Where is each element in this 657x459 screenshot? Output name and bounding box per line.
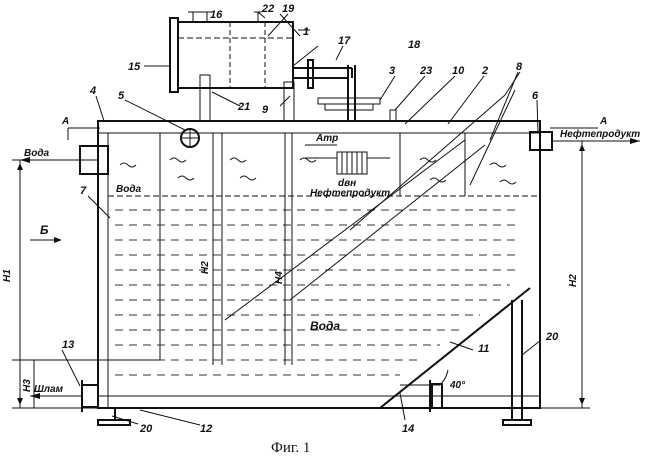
label-view-a-left: А bbox=[61, 116, 69, 127]
part-14: 14 bbox=[402, 423, 414, 435]
part-6: 6 bbox=[532, 90, 539, 102]
label-view-a-right: А bbox=[599, 116, 607, 127]
label-h4-mid: H4 bbox=[274, 271, 285, 284]
label-h1-left: H1 bbox=[2, 269, 13, 282]
part-10: 10 bbox=[452, 65, 465, 77]
part-15: 15 bbox=[128, 61, 141, 73]
label-view-b: Б bbox=[40, 223, 49, 237]
surface-waves bbox=[120, 158, 516, 184]
label-water-top: Вода bbox=[116, 184, 142, 195]
part-1: 1 bbox=[303, 26, 309, 38]
tank-body bbox=[98, 121, 540, 408]
part-4: 4 bbox=[89, 85, 96, 97]
part-5: 5 bbox=[118, 90, 125, 102]
figure-caption: Фиг. 1 bbox=[271, 440, 310, 456]
level-gauge-5 bbox=[181, 129, 199, 147]
part-9: 9 bbox=[262, 104, 269, 116]
leader-lines bbox=[62, 12, 541, 425]
part-17: 17 bbox=[338, 35, 351, 47]
label-h2-right: H2 bbox=[568, 274, 579, 287]
part-22: 22 bbox=[261, 3, 274, 15]
part-21: 21 bbox=[237, 101, 250, 113]
label-atm: Атр bbox=[315, 133, 338, 144]
part-16: 16 bbox=[210, 9, 223, 21]
part-7: 7 bbox=[80, 185, 87, 197]
label-water-inlet: Вода bbox=[24, 148, 50, 159]
separator-block bbox=[305, 65, 396, 174]
label-angle: 40° bbox=[449, 380, 466, 391]
part-20-left: 20 bbox=[139, 423, 153, 435]
part-3: 3 bbox=[389, 65, 395, 77]
part-8: 8 bbox=[516, 61, 523, 73]
label-h3-left: H3 bbox=[22, 379, 33, 392]
label-water-bottom: Вода bbox=[310, 319, 340, 333]
label-h2-mid: H2 bbox=[200, 261, 211, 274]
part-23: 23 bbox=[419, 65, 432, 77]
label-sludge: Шлам bbox=[34, 384, 64, 395]
part-11: 11 bbox=[478, 343, 489, 355]
label-dvn: dвн bbox=[338, 178, 356, 189]
part-18: 18 bbox=[408, 39, 421, 51]
part-20-right: 20 bbox=[545, 331, 559, 343]
part-12: 12 bbox=[200, 423, 212, 435]
part-19: 19 bbox=[282, 3, 295, 15]
label-oil-outlet: Нефтепродукт bbox=[560, 128, 640, 140]
water-hatching bbox=[115, 210, 520, 375]
part-2: 2 bbox=[481, 65, 488, 77]
part-13: 13 bbox=[62, 339, 74, 351]
